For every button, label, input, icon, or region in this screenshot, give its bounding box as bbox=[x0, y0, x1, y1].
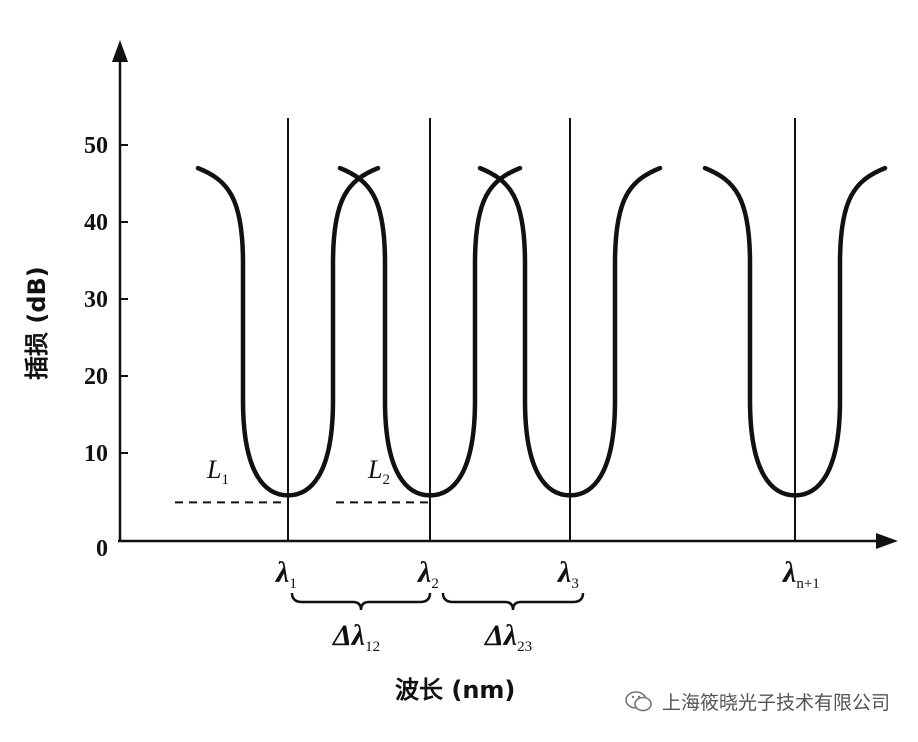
channel-label-4-symbol: λ bbox=[781, 556, 796, 589]
channel-curve-4 bbox=[702, 165, 888, 498]
channel-label-2-subscript: 2 bbox=[431, 576, 439, 592]
spacing-brace-1 bbox=[290, 592, 432, 611]
axes bbox=[112, 40, 898, 549]
channel-label-4-subscript: n+1 bbox=[796, 576, 819, 592]
x-axis-arrow bbox=[876, 533, 898, 549]
spacing-label-1: Δλ12 bbox=[332, 619, 380, 655]
spacing-label-1-symbol: Δλ bbox=[332, 619, 365, 652]
loss-label-1-subscript: 1 bbox=[221, 472, 229, 488]
channel-label-2-symbol: λ bbox=[416, 556, 431, 589]
channel-label-3: λ3 bbox=[556, 556, 579, 592]
loss-label-1-symbol: L bbox=[206, 455, 221, 484]
y-tick-label: 0 bbox=[96, 536, 108, 562]
channel-label-2: λ2 bbox=[416, 556, 439, 592]
watermark: 上海筱晓光子技术有限公司 bbox=[624, 688, 890, 715]
loss-label-1: L1 bbox=[206, 455, 229, 488]
wechat-icon bbox=[625, 690, 652, 711]
spacing-brace-2 bbox=[441, 592, 585, 611]
channel-label-4: λn+1 bbox=[781, 556, 820, 592]
spacing-label-2-symbol: Δλ bbox=[484, 619, 517, 652]
channel-label-1-symbol: λ bbox=[274, 556, 289, 589]
y-tick-label: 30 bbox=[84, 287, 108, 313]
spacing-label-2: Δλ23 bbox=[484, 619, 532, 655]
loss-label-2-symbol: L bbox=[367, 455, 382, 484]
y-tick-label: 40 bbox=[84, 210, 108, 236]
spacing-label-1-subscript: 12 bbox=[365, 639, 380, 655]
y-tick-label: 50 bbox=[84, 133, 108, 159]
channel-curve-1 bbox=[195, 165, 381, 498]
channel-label-1-subscript: 1 bbox=[289, 576, 297, 592]
watermark-text: 上海筱晓光子技术有限公司 bbox=[661, 692, 890, 714]
loss-label-2: L2 bbox=[367, 455, 390, 488]
loss-label-2-subscript: 2 bbox=[382, 472, 390, 488]
x-axis-label: 波长 (nm) bbox=[395, 676, 515, 704]
spacing-label-2-subscript: 23 bbox=[517, 639, 532, 655]
y-tick-label: 20 bbox=[84, 364, 108, 390]
channel-curve-2 bbox=[337, 165, 523, 498]
channel-label-1: λ1 bbox=[274, 556, 297, 592]
y-tick-label: 10 bbox=[84, 441, 108, 467]
y-axis-arrow bbox=[112, 40, 128, 62]
channel-curve-3 bbox=[477, 165, 663, 498]
y-axis-label: 插损 (dB) bbox=[23, 266, 51, 380]
channel-label-3-subscript: 3 bbox=[571, 576, 579, 592]
channel-label-3-symbol: λ bbox=[556, 556, 571, 589]
